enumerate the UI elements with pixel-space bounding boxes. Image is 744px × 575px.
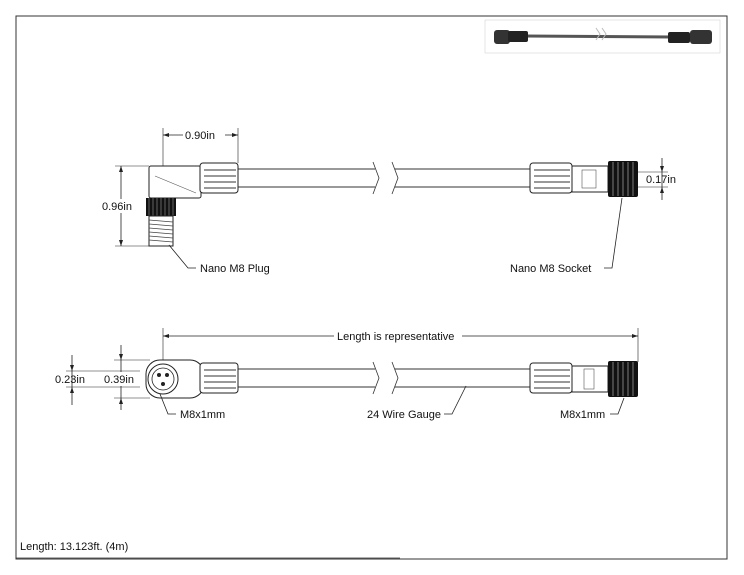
plug-face-inner <box>151 367 175 391</box>
dim-023-label: 0.23in <box>55 374 85 386</box>
thread-right-label: M8x1mm <box>560 409 605 421</box>
thread-left-leader <box>159 393 176 415</box>
thumbnail-break-mark <box>595 27 607 41</box>
thumbnail-plug-body <box>494 30 510 44</box>
socket-grip-ribs <box>534 169 570 189</box>
length-dim-bg <box>334 329 462 343</box>
length-note: Length: 13.123ft. (4m) <box>20 541 128 553</box>
socket-label: Nano M8 Socket <box>510 263 591 275</box>
thread-left-label: M8x1mm <box>180 409 225 421</box>
plug-grip-ribs <box>204 169 236 189</box>
length-rep-label: Length is representative <box>337 331 454 343</box>
dim-096-bg <box>100 199 140 213</box>
thumbnail-socket-body <box>690 30 712 44</box>
dim-017-label: 0.17in <box>646 174 676 186</box>
top-view: 0.90in 0.96in 0.17in Nano M8 Plug Nano M… <box>100 128 676 275</box>
product-thumbnail <box>484 19 721 54</box>
pin-3-icon <box>161 382 165 386</box>
socket-knurl <box>612 162 634 196</box>
thumbnail-socket-overmold <box>668 32 690 43</box>
socket-knurl-bottom <box>612 362 634 396</box>
plug-leader <box>168 244 196 269</box>
socket-grip-ribs-bottom <box>534 369 570 389</box>
plug-knurl <box>148 198 174 216</box>
gauge-leader <box>444 385 467 415</box>
plug-body-edge <box>154 175 197 194</box>
dim-017-arrows <box>660 166 664 193</box>
dim-023-arrows <box>70 365 74 393</box>
dim-096-label: 0.96in <box>102 201 132 213</box>
socket-collar-bottom <box>571 365 609 393</box>
socket-latch <box>583 368 595 390</box>
plug-thread-lines <box>148 219 174 243</box>
dim-090-label: 0.90in <box>185 130 215 142</box>
dim-090-bg <box>183 128 225 142</box>
bottom-view: Length is representative <box>55 328 639 421</box>
plug-body <box>148 165 202 199</box>
socket-collar <box>571 165 609 193</box>
dim-039-bg <box>102 372 138 386</box>
thread-right-leader <box>610 397 625 415</box>
pin-2-icon <box>165 373 169 377</box>
top-break-mark <box>372 161 399 195</box>
socket-collar-inner <box>581 169 597 189</box>
plug-label: Nano M8 Plug <box>200 263 270 275</box>
socket-leader <box>604 197 623 269</box>
gauge-label: 24 Wire Gauge <box>367 409 441 421</box>
plug-grip-ribs-bottom <box>204 369 236 389</box>
sheet-border <box>15 15 728 560</box>
thumbnail-plug-overmold <box>508 31 528 42</box>
bottom-break-mark <box>372 361 399 395</box>
dim-039-label: 0.39in <box>104 374 134 386</box>
pin-1-icon <box>157 373 161 377</box>
